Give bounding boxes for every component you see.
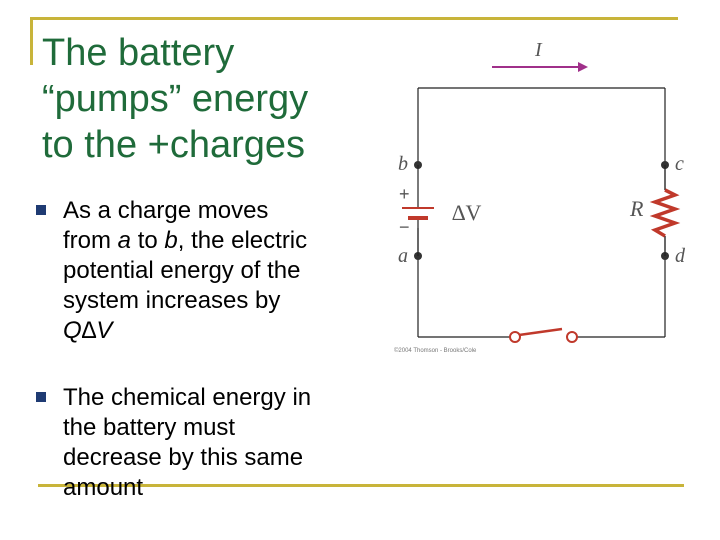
bullet-line: system increases by xyxy=(63,287,281,314)
frame-left-line xyxy=(30,17,33,65)
bullet-text: The chemical energy in the battery must … xyxy=(63,383,363,503)
bullet-line: amount xyxy=(63,474,144,501)
title-line-2: “pumps” energy xyxy=(42,78,309,120)
resistor-icon xyxy=(649,188,681,238)
bullet-formula: Q∆V xyxy=(63,317,113,344)
bullet-line: the battery must xyxy=(63,414,236,441)
bullet-line: The chemical energy in xyxy=(63,384,312,411)
node-a-label: a xyxy=(398,245,408,267)
circuit-svg: I xyxy=(398,39,686,343)
circuit-diagram: I xyxy=(360,30,700,360)
node-d-label: d xyxy=(675,245,686,267)
plus-sign: + xyxy=(399,184,410,204)
battery-voltage-label: ∆V xyxy=(452,200,481,225)
slide-title: The battery “pumps” energy to the +charg… xyxy=(42,30,382,168)
frame-top-line xyxy=(30,17,678,20)
switch-icon xyxy=(509,327,578,343)
node-b-label: b xyxy=(398,153,408,175)
title-line-1: The battery xyxy=(42,32,235,74)
bullet-line: potential energy of the xyxy=(63,257,301,284)
frame-bottom-line xyxy=(38,484,684,487)
bullet-marker xyxy=(36,205,46,215)
node-c-label: c xyxy=(675,153,684,175)
bullet-line: As a charge moves xyxy=(63,197,269,224)
title-line-3: to the +charges xyxy=(42,124,306,166)
bullet-marker xyxy=(36,392,46,402)
bullet-text: As a charge moves from a to b, the elect… xyxy=(63,196,363,346)
bullet-line: from a to b, the electric xyxy=(63,227,308,254)
current-label: I xyxy=(534,39,543,61)
bullet-line: decrease by this same xyxy=(63,444,304,471)
battery-icon xyxy=(402,207,434,220)
resistor-label: R xyxy=(629,196,644,221)
figure-credit: ©2004 Thomson - Brooks/Cole xyxy=(394,348,477,354)
current-arrow-icon xyxy=(492,62,588,72)
minus-sign: − xyxy=(399,217,410,237)
